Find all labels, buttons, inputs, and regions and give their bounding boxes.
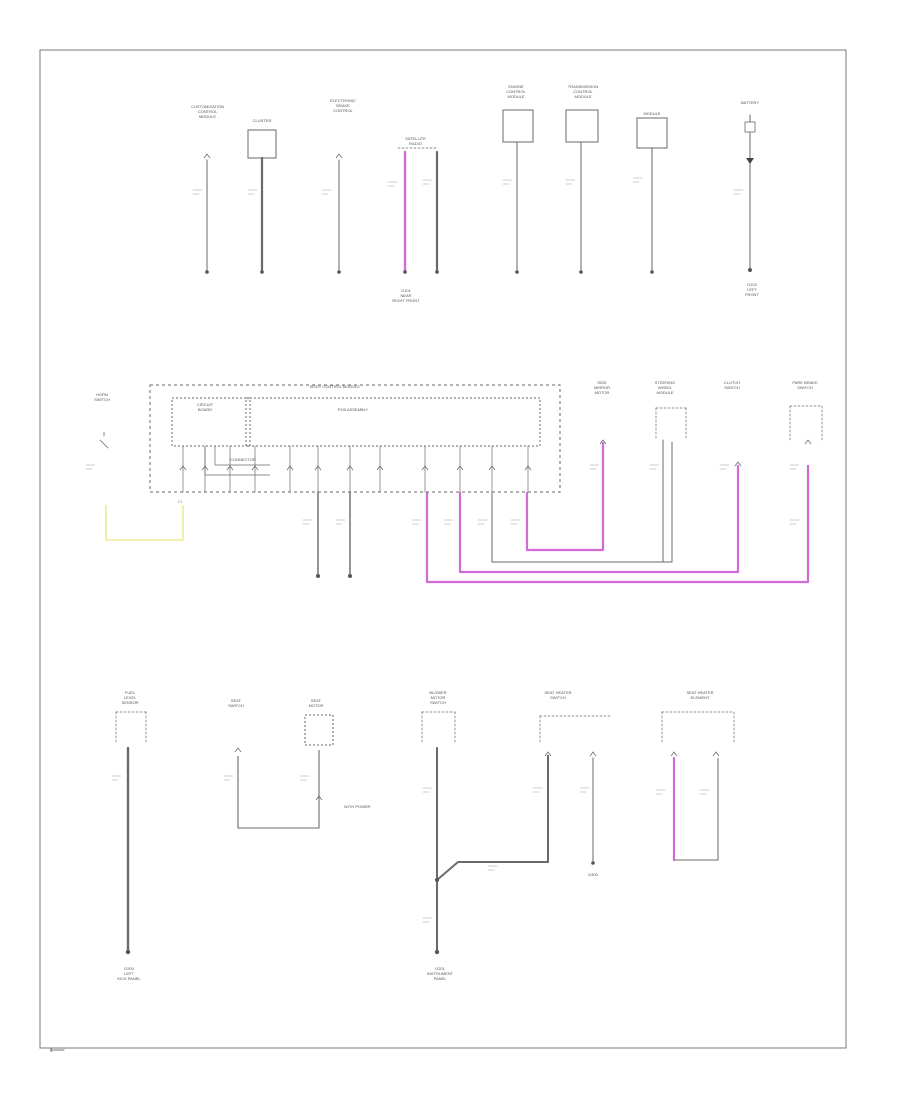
bcm-sub-left-box: [171, 397, 251, 447]
heater-switch-terminal-b: [589, 751, 597, 757]
top-label-satellite-radio: SATELLITE RADIO: [405, 136, 426, 146]
bcm-pin-tick-6: [346, 465, 354, 471]
top-c3-ground: [337, 270, 341, 274]
horn-switch-label-text: HORN SWITCH: [94, 392, 110, 402]
bcm-pink-wire-clutch: [458, 465, 740, 574]
bcm-pin-tick-10: [488, 465, 496, 471]
bcm-pin-label-c1: C1: [178, 500, 183, 504]
bcm-pin-tick-9: [456, 465, 464, 471]
horn-switch-yellow-wire: [105, 505, 184, 541]
bcm-ground-b: [348, 574, 352, 578]
top-label-customization-module: CUSTOMIZATION CONTROL MODULE: [191, 104, 224, 119]
heater-switch-ground: [591, 861, 595, 865]
outer-border: [39, 49, 847, 1049]
top-c5-box: [502, 109, 534, 143]
note-g300: G300: [588, 872, 598, 877]
wire-layer: [105, 114, 810, 952]
right-label-clutch-switch: CLUTCH SWITCH: [723, 380, 741, 390]
component-layer: C1: [49, 109, 823, 1051]
bottom-label-seat-heater-element: SEAT HEATER ELEMENT: [686, 690, 714, 700]
top-c4-ground-b: [435, 270, 439, 274]
blower-to-heater-wire: [436, 755, 549, 881]
park-brake-terminal: [804, 439, 812, 445]
right-label-side-mirror: SIDE MIRROR MOTOR: [593, 380, 611, 395]
top-c6-box: [565, 109, 599, 143]
bcm-inner-label: CONNECTOR: [230, 457, 256, 462]
horn-switch-arm: [99, 439, 109, 449]
seat-loop-wire: [237, 750, 320, 829]
top-c8-ground: [748, 268, 752, 272]
bcm-ground-a: [316, 574, 320, 578]
heater-element-return-wire: [674, 758, 719, 861]
bcm-pink-wire-mirror: [525, 442, 605, 552]
diagram-frame: [39, 49, 847, 1049]
top-label-cluster: CLUSTER: [252, 118, 272, 123]
top-c8-fuse: [744, 121, 756, 133]
right-label-park-brake: PARK BRAKE SWITCH: [792, 380, 818, 390]
bcm-sub-right-box: [245, 397, 541, 447]
top-c3-terminal: [335, 153, 343, 159]
bcm-pin-tick-0: [179, 465, 187, 471]
top-c7-box: [636, 117, 668, 149]
ground-label-g102: G102 LEFT FRONT: [745, 282, 759, 297]
blower-splice: [435, 878, 439, 882]
top-c2-ground: [260, 270, 264, 274]
heater-element-terminal-a: [670, 751, 678, 757]
bcm-pin-tick-2: [226, 465, 234, 471]
bcm-title: BODY CONTROL MODULE: [309, 384, 360, 389]
seat-motor-box: [304, 714, 334, 746]
bcm-pin-tick-4: [286, 465, 294, 471]
bcm-pin-tick-8: [421, 465, 429, 471]
right-label-steering-module: STEERING WHEEL MODULE: [654, 380, 676, 395]
top-c4-ground-a: [403, 270, 407, 274]
fuel-ground: [125, 949, 131, 955]
top-c5-ground: [515, 270, 519, 274]
top-c6-ground: [579, 270, 583, 274]
top-c1-terminal: [203, 153, 211, 159]
bottom-label-fuel-sensor: FUEL LEVEL SENSOR: [121, 690, 139, 705]
bcm-outer-box: [149, 384, 561, 493]
heater-switch-terminal-a: [544, 751, 552, 757]
ground-label-g201: G201 INSTRUMENT PANEL: [426, 966, 454, 981]
ground-label-g200: G200 LEFT KICK PANEL: [117, 966, 141, 981]
top-label-engine-control: ENGINE CONTROL MODULE: [506, 84, 526, 99]
page-number: 1: [50, 1048, 53, 1054]
bcm-pin-tick-3: [251, 465, 259, 471]
bottom-label-blower-switch: BLOWER MOTOR SWITCH: [429, 690, 447, 705]
seat-motor-terminal: [315, 795, 323, 801]
top-c1-ground: [205, 270, 209, 274]
bcm-sub-left-label: CIRCUIT BOARD: [196, 402, 214, 412]
bcm-pin-tick-7: [376, 465, 384, 471]
bcm-pin-tick-5: [314, 465, 322, 471]
blower-ground: [434, 949, 440, 955]
top-label-brake-control: ELECTRONIC BRAKE CONTROL: [330, 98, 356, 113]
top-label-battery: BATTERY: [740, 100, 760, 105]
bcm-sub-right-label: PCB ASSEMBLY: [337, 407, 369, 412]
top-c8-diode: [746, 158, 754, 164]
heater-element-terminal-b: [712, 751, 720, 757]
bcm-internal-bus-a: [204, 446, 270, 476]
top-label-transmission-control: TRANSMISSION CONTROL MODULE: [567, 84, 599, 99]
ground-label-g101: G101 NEAR RIGHT FRONT: [392, 288, 420, 303]
bottom-label-seat-motor: SEAT MOTOR: [308, 698, 324, 708]
mirror-terminal: [599, 439, 607, 445]
bcm-pink-wire-park-brake: [425, 465, 810, 584]
top-c7-ground: [650, 270, 654, 274]
seat-switch-terminal: [234, 747, 242, 753]
bcm-internal-bus-b: [214, 446, 270, 466]
bottom-label-seat-switch: SEAT SWITCH: [228, 698, 244, 708]
note-with-power: WITH POWER: [344, 804, 371, 809]
bottom-label-seat-heater-switch: SEAT HEATER SWITCH: [544, 690, 572, 700]
top-c2-box: [247, 129, 277, 159]
bcm-wire-steering: [491, 442, 673, 563]
clutch-terminal: [734, 461, 742, 467]
top-label-module: MODULE: [643, 111, 661, 116]
bcm-pin-tick-11: [524, 465, 532, 471]
